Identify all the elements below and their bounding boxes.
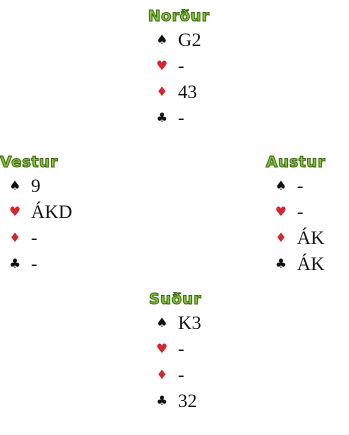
cards-hearts: -: [178, 339, 185, 360]
suit-row-diamonds: ♦ -: [147, 363, 201, 389]
suit-row-diamonds: ♦ ÁK: [266, 226, 325, 252]
hand-east: Austur ♠ - ♥ - ♦ ÁK ♣ ÁK: [265, 152, 326, 278]
suit-row-spades: ♠ -: [266, 174, 325, 200]
spade-icon: ♠: [156, 33, 168, 48]
spade-icon: ♠: [275, 179, 287, 194]
suit-row-hearts: ♥ -: [147, 337, 201, 363]
suit-row-spades: ♠ G2: [147, 28, 210, 54]
suit-row-spades: ♠ K3: [147, 311, 201, 337]
cards-clubs: ÁK: [297, 254, 325, 275]
cards-diamonds: ÁK: [297, 228, 325, 249]
club-icon: ♣: [156, 111, 168, 126]
cards-diamonds: -: [178, 365, 185, 386]
club-icon: ♣: [275, 257, 287, 272]
cards-spades: K3: [178, 313, 202, 334]
cards-hearts: -: [297, 202, 304, 223]
diamond-icon: ♦: [156, 85, 168, 100]
spade-icon: ♠: [156, 316, 168, 331]
suit-row-clubs: ♣ 32: [147, 389, 201, 415]
cards-clubs: 32: [178, 391, 197, 412]
suit-row-clubs: ♣ ÁK: [266, 252, 325, 278]
suit-row-diamonds: ♦ -: [0, 226, 72, 252]
suit-row-hearts: ♥ -: [147, 54, 210, 80]
suit-row-clubs: ♣ -: [0, 252, 72, 278]
club-icon: ♣: [9, 257, 21, 272]
cards-spades: G2: [178, 30, 202, 51]
club-icon: ♣: [156, 394, 168, 409]
suit-row-diamonds: ♦ 43: [147, 80, 210, 106]
hand-north: Norður ♠ G2 ♥ - ♦ 43 ♣ -: [147, 6, 210, 132]
player-name-south: Suður: [148, 290, 202, 309]
spade-icon: ♠: [9, 179, 21, 194]
suit-row-clubs: ♣ -: [147, 106, 210, 132]
heart-icon: ♥: [9, 205, 21, 220]
suit-row-spades: ♠ 9: [0, 174, 72, 200]
hand-south: Suður ♠ K3 ♥ - ♦ - ♣ 32: [147, 289, 201, 415]
player-name-north: Norður: [148, 7, 210, 26]
heart-icon: ♥: [156, 342, 168, 357]
cards-spades: -: [297, 176, 304, 197]
cards-clubs: -: [178, 108, 185, 129]
diamond-icon: ♦: [9, 231, 21, 246]
diamond-icon: ♦: [275, 231, 287, 246]
cards-hearts: -: [178, 56, 185, 77]
suit-row-hearts: ♥ -: [266, 200, 325, 226]
cards-spades: 9: [31, 176, 41, 197]
cards-diamonds: 43: [178, 82, 197, 103]
cards-hearts: ÁKD: [31, 202, 73, 223]
suit-row-hearts: ♥ ÁKD: [0, 200, 72, 226]
player-name-east: Austur: [265, 153, 326, 172]
cards-clubs: -: [31, 254, 38, 275]
hand-west: Vestur ♠ 9 ♥ ÁKD ♦ - ♣ -: [0, 152, 72, 278]
player-name-west: Vestur: [0, 153, 59, 172]
heart-icon: ♥: [156, 59, 168, 74]
cards-diamonds: -: [31, 228, 38, 249]
heart-icon: ♥: [275, 205, 287, 220]
diamond-icon: ♦: [156, 368, 168, 383]
